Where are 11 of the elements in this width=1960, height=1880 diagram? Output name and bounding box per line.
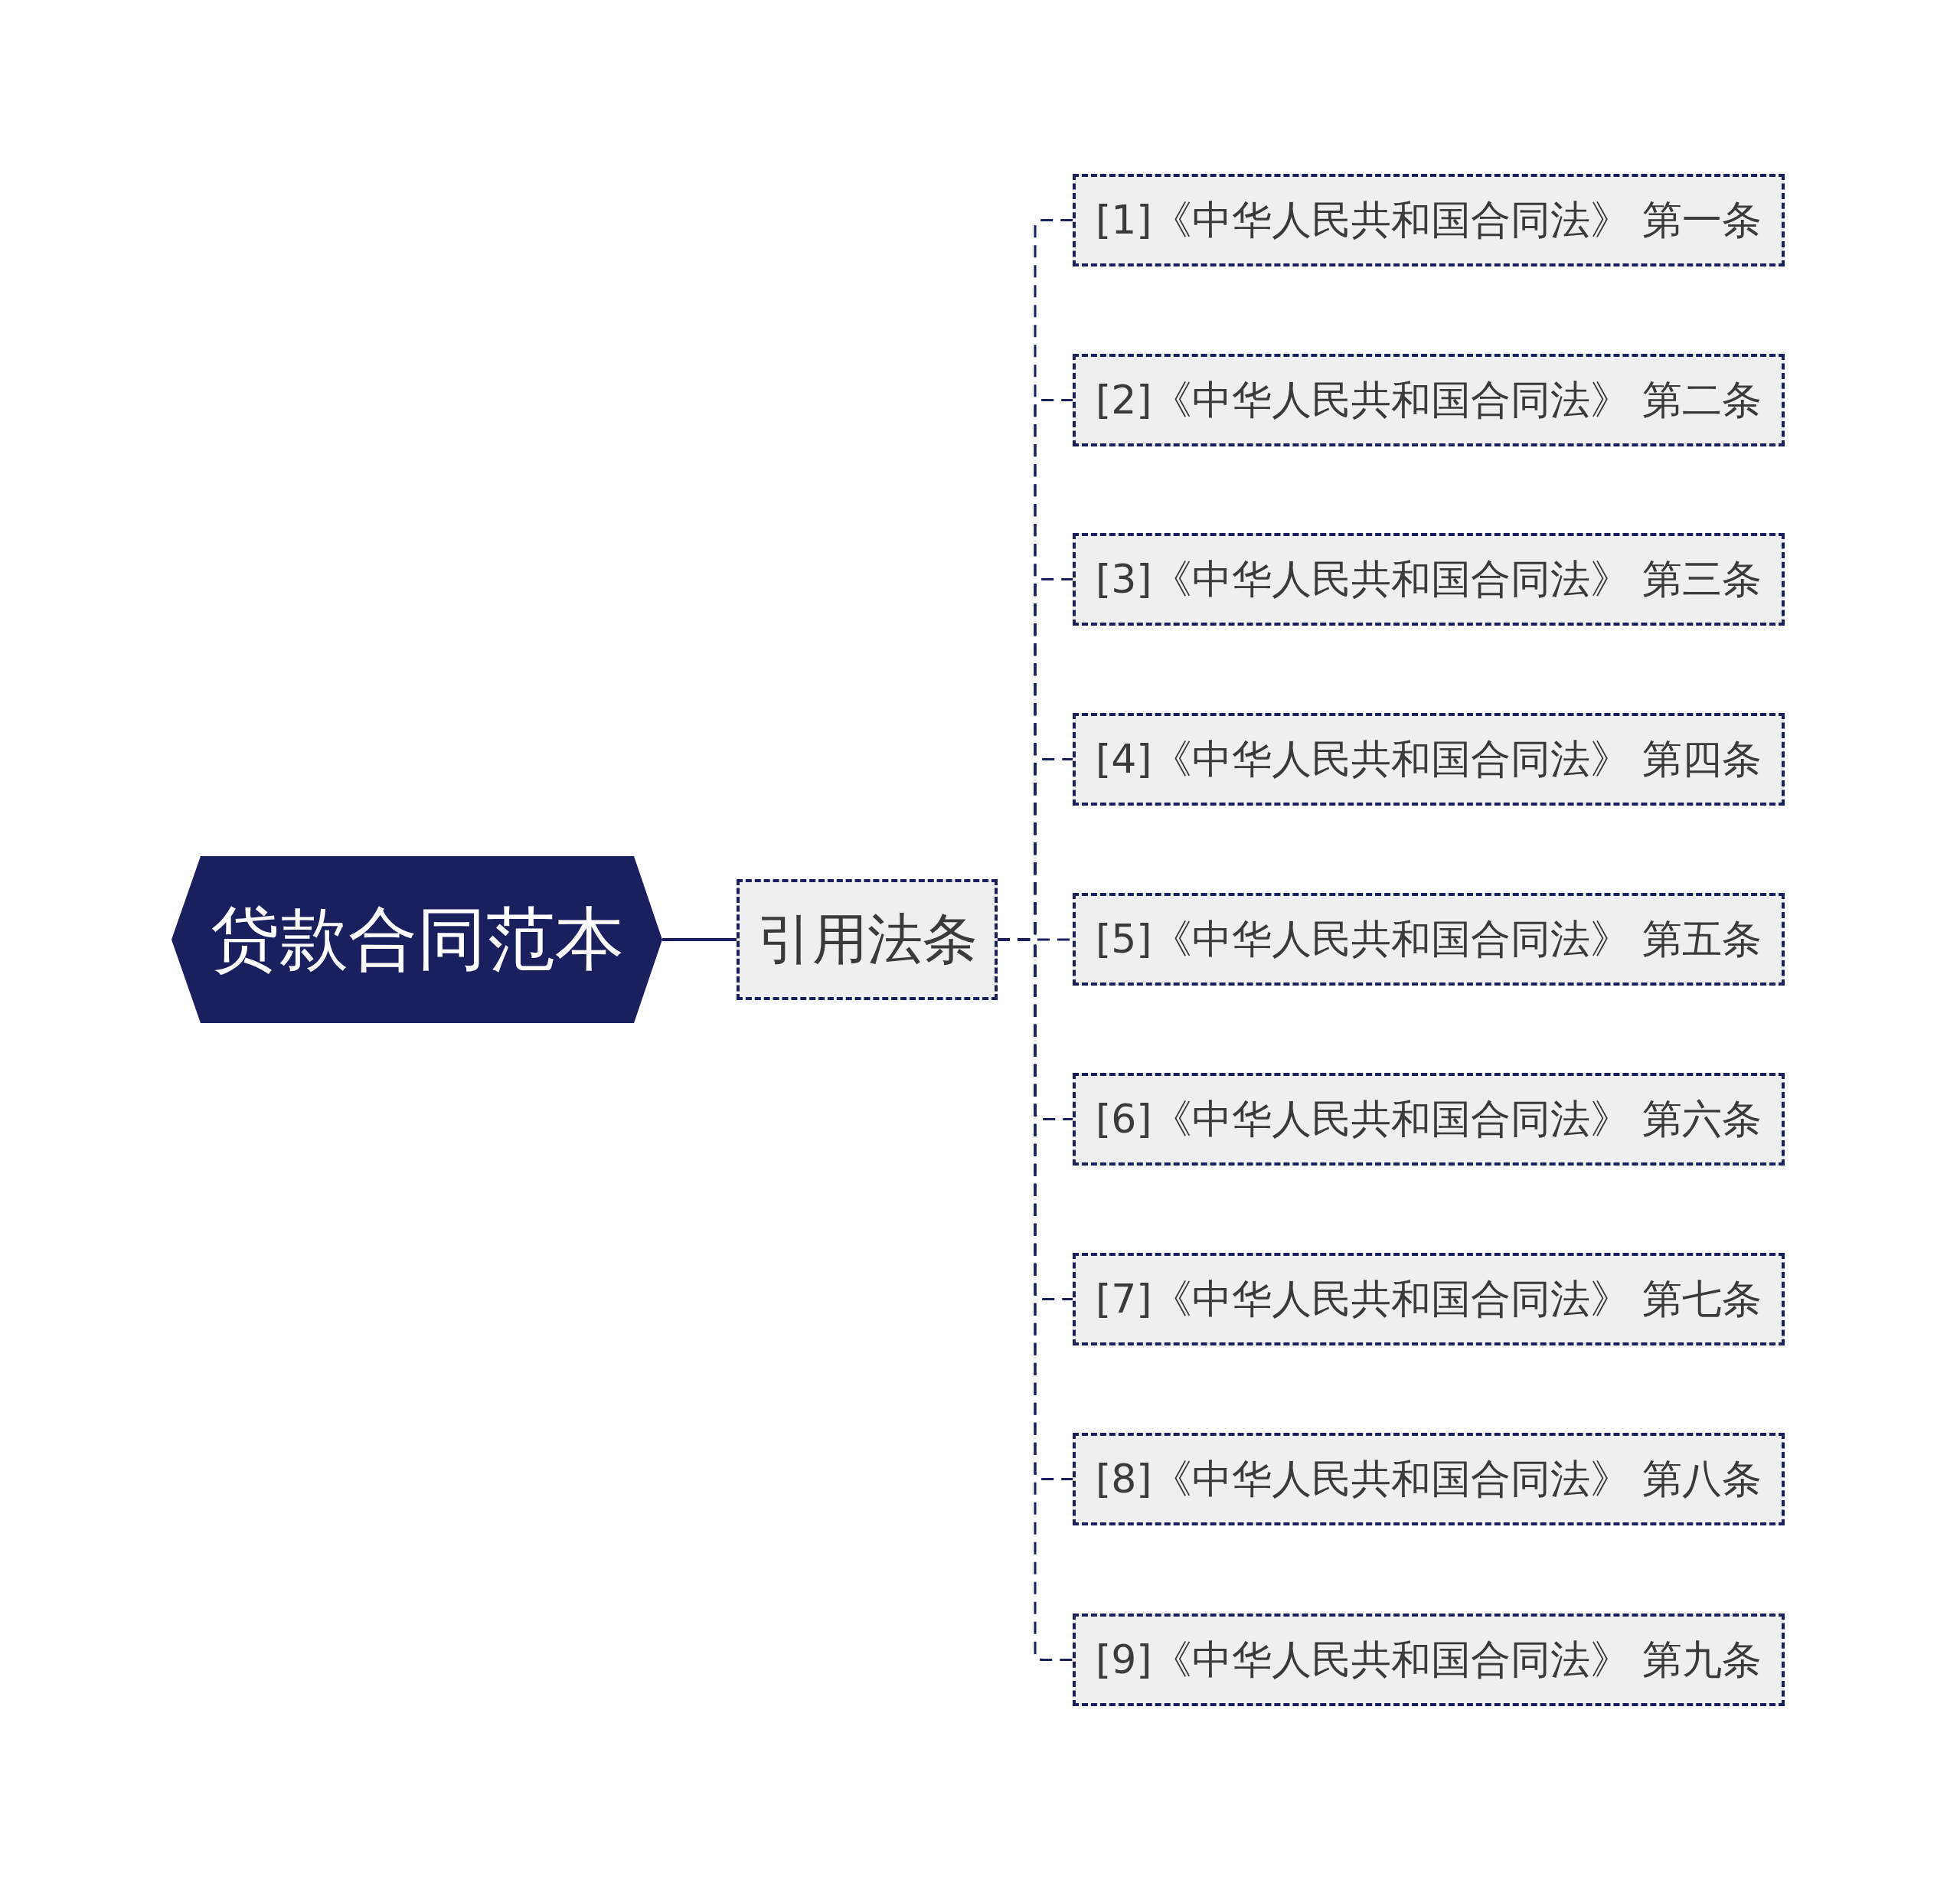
topic-box: [1]《中华人民共和国合同法》 第一条 bbox=[1073, 174, 1785, 266]
topic-box: [7]《中华人民共和国合同法》 第七条 bbox=[1073, 1253, 1785, 1345]
topic-box: [3]《中华人民共和国合同法》 第三条 bbox=[1073, 533, 1785, 626]
topic-box: [2]《中华人民共和国合同法》 第二条 bbox=[1073, 354, 1785, 446]
connector-line bbox=[662, 938, 737, 941]
topic-box: 引用法条 bbox=[737, 879, 998, 1000]
topic-box: [4]《中华人民共和国合同法》 第四条 bbox=[1073, 713, 1785, 806]
topic-box: [9]《中华人民共和国合同法》 第九条 bbox=[1073, 1614, 1785, 1706]
topic-box: [6]《中华人民共和国合同法》 第六条 bbox=[1073, 1073, 1785, 1166]
topic-box: [5]《中华人民共和国合同法》 第五条 bbox=[1073, 893, 1785, 986]
topic-box: [8]《中华人民共和国合同法》 第八条 bbox=[1073, 1433, 1785, 1525]
